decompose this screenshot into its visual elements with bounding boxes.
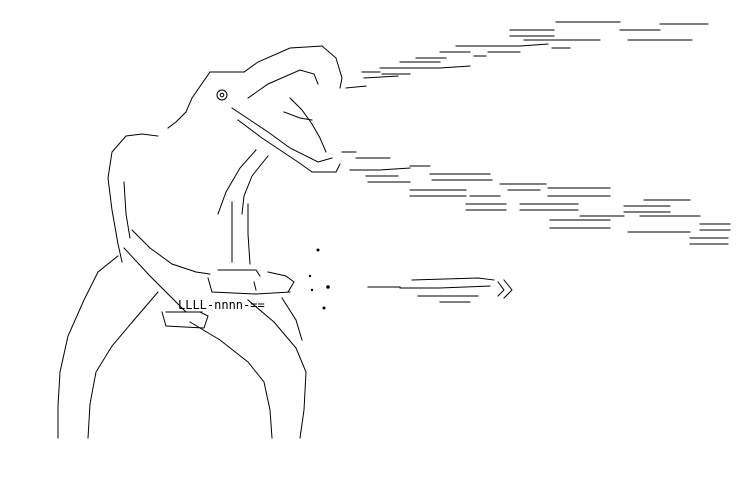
eye-icon bbox=[216, 89, 228, 101]
gun-device bbox=[161, 269, 295, 329]
projectile-beam bbox=[367, 277, 513, 303]
creature-head bbox=[185, 45, 343, 173]
creature-legs bbox=[57, 255, 307, 439]
speed-lines-upper bbox=[345, 21, 709, 89]
speed-lines-middle bbox=[341, 151, 731, 245]
creature-body bbox=[107, 111, 269, 313]
muzzle-particles bbox=[308, 248, 330, 310]
device-label: LLLL-nnnn-== bbox=[178, 298, 265, 312]
